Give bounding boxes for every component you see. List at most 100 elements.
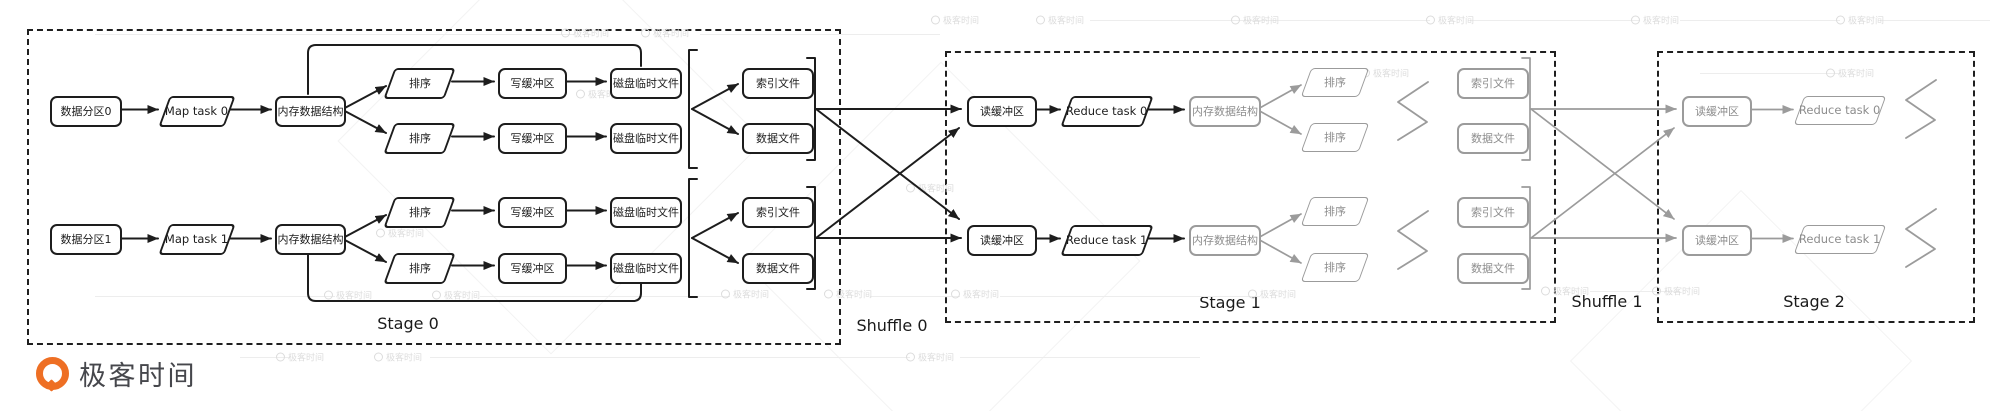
watermark-hairline bbox=[1000, 296, 1260, 297]
watermark-hairline bbox=[95, 34, 575, 35]
node-label: 排序 bbox=[408, 132, 431, 145]
watermark: 极客时间 bbox=[1630, 14, 1679, 27]
watermark-text: 极客时间 bbox=[1047, 16, 1085, 27]
watermark-pin-icon bbox=[1835, 15, 1845, 25]
flow-arrow bbox=[341, 237, 387, 263]
node-write-buffer-a2: 写缓冲区 bbox=[498, 123, 567, 154]
flow-arrow bbox=[815, 127, 960, 239]
node-disk-temp-a2: 磁盘临时文件 bbox=[610, 123, 682, 154]
watermark: 极客时间 bbox=[950, 288, 999, 301]
node-label: 写缓冲区 bbox=[510, 206, 555, 219]
node-read-buffer-s2a: 读缓冲区 bbox=[1682, 96, 1752, 127]
watermark: 极客时间 bbox=[375, 227, 425, 240]
shuffle0-label: Shuffle 0 bbox=[856, 316, 928, 335]
watermark-text: 极客时间 bbox=[1372, 69, 1410, 80]
node-data-file-s1b: 数据文件 bbox=[1457, 253, 1529, 284]
watermark-pin-icon bbox=[1035, 15, 1045, 25]
node-label: 写缓冲区 bbox=[510, 77, 555, 90]
node-sort-b2: 排序 bbox=[383, 253, 456, 284]
node-label: 读缓冲区 bbox=[1695, 105, 1739, 118]
watermark-pin-icon bbox=[950, 289, 960, 299]
watermark: 极客时间 bbox=[275, 351, 325, 364]
node-label: 写缓冲区 bbox=[510, 132, 555, 145]
node-label: Map task 1 bbox=[165, 231, 229, 246]
node-sort-s1b1: 排序 bbox=[1300, 197, 1370, 226]
flow-arrow-gray bbox=[1256, 108, 1302, 135]
node-sort-b1: 排序 bbox=[383, 197, 456, 228]
watermark: 极客时间 bbox=[1425, 14, 1474, 27]
node-mem-structure-s1a: 内存数据结构 bbox=[1189, 96, 1261, 127]
node-sort-s1b2: 排序 bbox=[1300, 253, 1370, 282]
watermark-text: 极客时间 bbox=[732, 290, 770, 301]
watermark: 极客时间 bbox=[905, 351, 954, 364]
watermark-pin-icon bbox=[1247, 289, 1257, 299]
watermark-pin-icon bbox=[1540, 286, 1550, 296]
node-label: 排序 bbox=[1324, 205, 1346, 218]
flow-arrow bbox=[691, 237, 739, 264]
flow-arrow-gray bbox=[1530, 108, 1675, 220]
node-index-file-b: 索引文件 bbox=[742, 197, 814, 228]
group-bracket-gray bbox=[1521, 186, 1531, 290]
node-label: Reduce task 0 bbox=[1799, 102, 1881, 117]
watermark-pin-icon bbox=[905, 183, 915, 193]
node-map-task-1: Map task 1 bbox=[158, 224, 236, 255]
watermark-hairline bbox=[960, 357, 1200, 358]
brand-name: 极客时间 bbox=[79, 361, 197, 392]
watermark-text: 极客时间 bbox=[335, 291, 373, 302]
flow-arrow-gray bbox=[1256, 237, 1302, 264]
node-sort-a1: 排序 bbox=[383, 68, 456, 99]
node-disk-temp-b1: 磁盘临时文件 bbox=[610, 197, 682, 228]
watermark: 极客时间 bbox=[905, 182, 955, 195]
node-label: 内存数据结构 bbox=[277, 233, 344, 246]
node-label: 内存数据结构 bbox=[1192, 234, 1258, 247]
node-label: 索引文件 bbox=[1471, 206, 1515, 219]
node-write-buffer-b2: 写缓冲区 bbox=[498, 253, 567, 284]
node-label: 读缓冲区 bbox=[980, 234, 1024, 247]
node-index-file-a: 索引文件 bbox=[742, 68, 814, 99]
watermark-pin-icon bbox=[823, 289, 833, 299]
flow-arrow bbox=[691, 108, 739, 135]
node-label: Reduce task 1 bbox=[1799, 231, 1881, 246]
watermark-text: 极客时间 bbox=[287, 353, 325, 364]
node-disk-temp-a1: 磁盘临时文件 bbox=[610, 68, 682, 99]
watermark: 极客时间 bbox=[431, 289, 480, 302]
watermark-pin-icon bbox=[720, 289, 730, 299]
watermark-pin-icon bbox=[373, 352, 383, 362]
watermark-hairline bbox=[1590, 291, 1680, 292]
node-data-file-b: 数据文件 bbox=[742, 253, 814, 284]
watermark: 极客时间 bbox=[1825, 67, 1874, 80]
watermark-text: 极客时间 bbox=[917, 184, 955, 195]
watermark: 极客时间 bbox=[323, 289, 373, 302]
node-reduce-task-1-s2: Reduce task 1 bbox=[1793, 225, 1887, 254]
node-label: 数据分区1 bbox=[60, 233, 112, 246]
node-write-buffer-b1: 写缓冲区 bbox=[498, 197, 567, 228]
stage1-box bbox=[945, 51, 1556, 323]
node-label: 数据文件 bbox=[756, 132, 800, 145]
node-label: 磁盘临时文件 bbox=[613, 262, 679, 275]
node-index-file-s1a: 索引文件 bbox=[1457, 68, 1529, 99]
node-mem-structure-a: 内存数据结构 bbox=[275, 96, 346, 127]
watermark: 极客时间 bbox=[930, 14, 979, 27]
node-label: 数据文件 bbox=[1471, 132, 1515, 145]
watermark-hairline bbox=[1090, 20, 1430, 21]
watermark-pin-icon bbox=[930, 15, 940, 25]
node-label: 数据分区0 bbox=[60, 105, 112, 118]
node-label: Map task 0 bbox=[165, 103, 229, 118]
node-label: 索引文件 bbox=[756, 206, 800, 219]
node-read-buffer-s1b: 读缓冲区 bbox=[967, 225, 1037, 256]
watermark-text: 极客时间 bbox=[387, 229, 425, 240]
stage1-label: Stage 1 bbox=[1199, 293, 1261, 312]
node-data-file-s1a: 数据文件 bbox=[1457, 123, 1529, 154]
node-sort-s1a1: 排序 bbox=[1300, 68, 1370, 97]
brand-logo: 极客时间 bbox=[36, 354, 197, 393]
watermark-text: 极客时间 bbox=[1552, 287, 1590, 298]
node-label: 磁盘临时文件 bbox=[613, 206, 679, 219]
watermark: 极客时间 bbox=[560, 27, 609, 40]
flow-arrow bbox=[691, 212, 739, 239]
node-mem-structure-b: 内存数据结构 bbox=[275, 224, 346, 255]
watermark-hairline bbox=[240, 357, 290, 358]
node-label: 索引文件 bbox=[756, 77, 800, 90]
watermark-text: 极客时间 bbox=[835, 290, 873, 301]
watermark-hairline bbox=[480, 296, 730, 297]
